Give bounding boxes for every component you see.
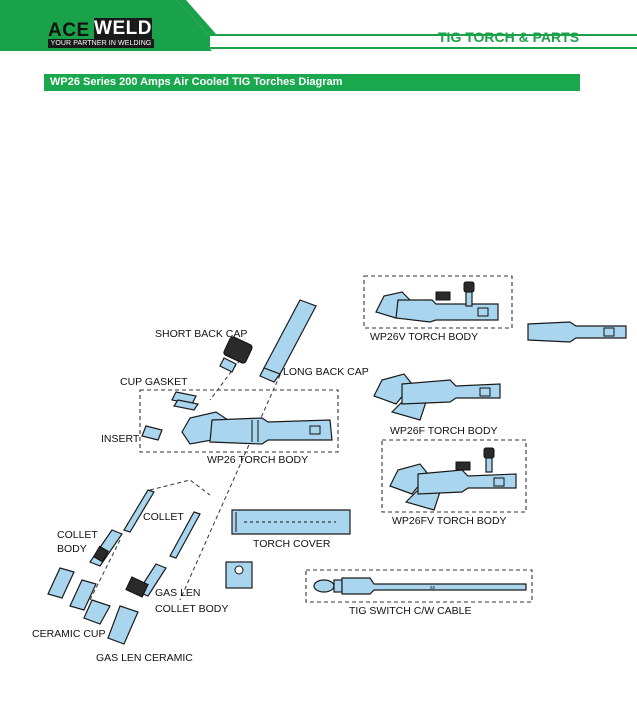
wp26v-torch-body-box — [363, 275, 513, 329]
ceramic-cup — [47, 567, 111, 625]
collet — [123, 489, 201, 559]
long-back-cap — [259, 299, 317, 383]
wp26v-torch-body — [375, 281, 499, 323]
svg-text:ss: ss — [430, 585, 436, 591]
torch-cover — [231, 509, 351, 535]
section-title: TIG TORCH & PARTS — [438, 29, 580, 45]
label-long-back-cap: LONG BACK CAP — [283, 366, 369, 378]
label-collet: COLLET — [143, 511, 184, 523]
label-collet-body-line2: BODY — [57, 543, 87, 555]
short-back-cap — [219, 336, 253, 373]
brand-name-left: ACE — [48, 20, 90, 41]
label-collet-body-line1: COLLET — [57, 529, 98, 541]
label-gas-len-line1: GAS LEN — [155, 587, 201, 599]
label-wp26v-torch-body: WP26V TORCH BODY — [370, 331, 478, 343]
cup-gasket — [171, 391, 199, 411]
assembly-line — [149, 479, 211, 496]
wp26fv-torch-body-box — [381, 439, 527, 513]
cover-clip — [225, 561, 253, 589]
label-gas-len-ceramic: GAS LEN CERAMIC — [96, 652, 193, 664]
wp26f-torch-body — [373, 373, 501, 421]
label-insert: INSERT — [101, 433, 140, 445]
insert — [141, 425, 163, 441]
label-wp26f-torch-body: WP26F TORCH BODY — [390, 425, 498, 437]
label-tig-switch-cable: TIG SWITCH C/W CABLE — [349, 605, 472, 617]
brand-logo: ACE WELD YOUR PARTNER IN WELDING — [44, 17, 154, 48]
label-cup-gasket: CUP GASKET — [120, 376, 188, 388]
collet-body — [89, 529, 123, 567]
label-wp26fv-torch-body: WP26FV TORCH BODY — [392, 515, 507, 527]
label-short-back-cap: SHORT BACK CAP — [155, 328, 247, 340]
wp26-torch-body — [181, 411, 333, 445]
tig-switch-cable: ss — [313, 577, 527, 595]
diagram-title-banner: WP26 Series 200 Amps Air Cooled TIG Torc… — [44, 74, 580, 91]
label-gas-len-line2: COLLET BODY — [155, 603, 228, 615]
wp26-torch-body-box — [139, 389, 339, 453]
tig-switch-cable-box — [305, 569, 533, 603]
label-ceramic-cup: CERAMIC CUP — [32, 628, 106, 640]
label-torch-cover: TORCH COVER — [253, 538, 331, 550]
wp26fv-torch-body — [389, 447, 517, 511]
brand-tagline: YOUR PARTNER IN WELDING — [48, 39, 154, 48]
label-wp26-torch-body: WP26 TORCH BODY — [207, 454, 308, 466]
gas-len-collet-body — [125, 563, 167, 598]
brand-name-right: WELD — [94, 18, 152, 40]
gas-len-ceramic — [107, 605, 139, 645]
torch-handle — [527, 321, 627, 343]
